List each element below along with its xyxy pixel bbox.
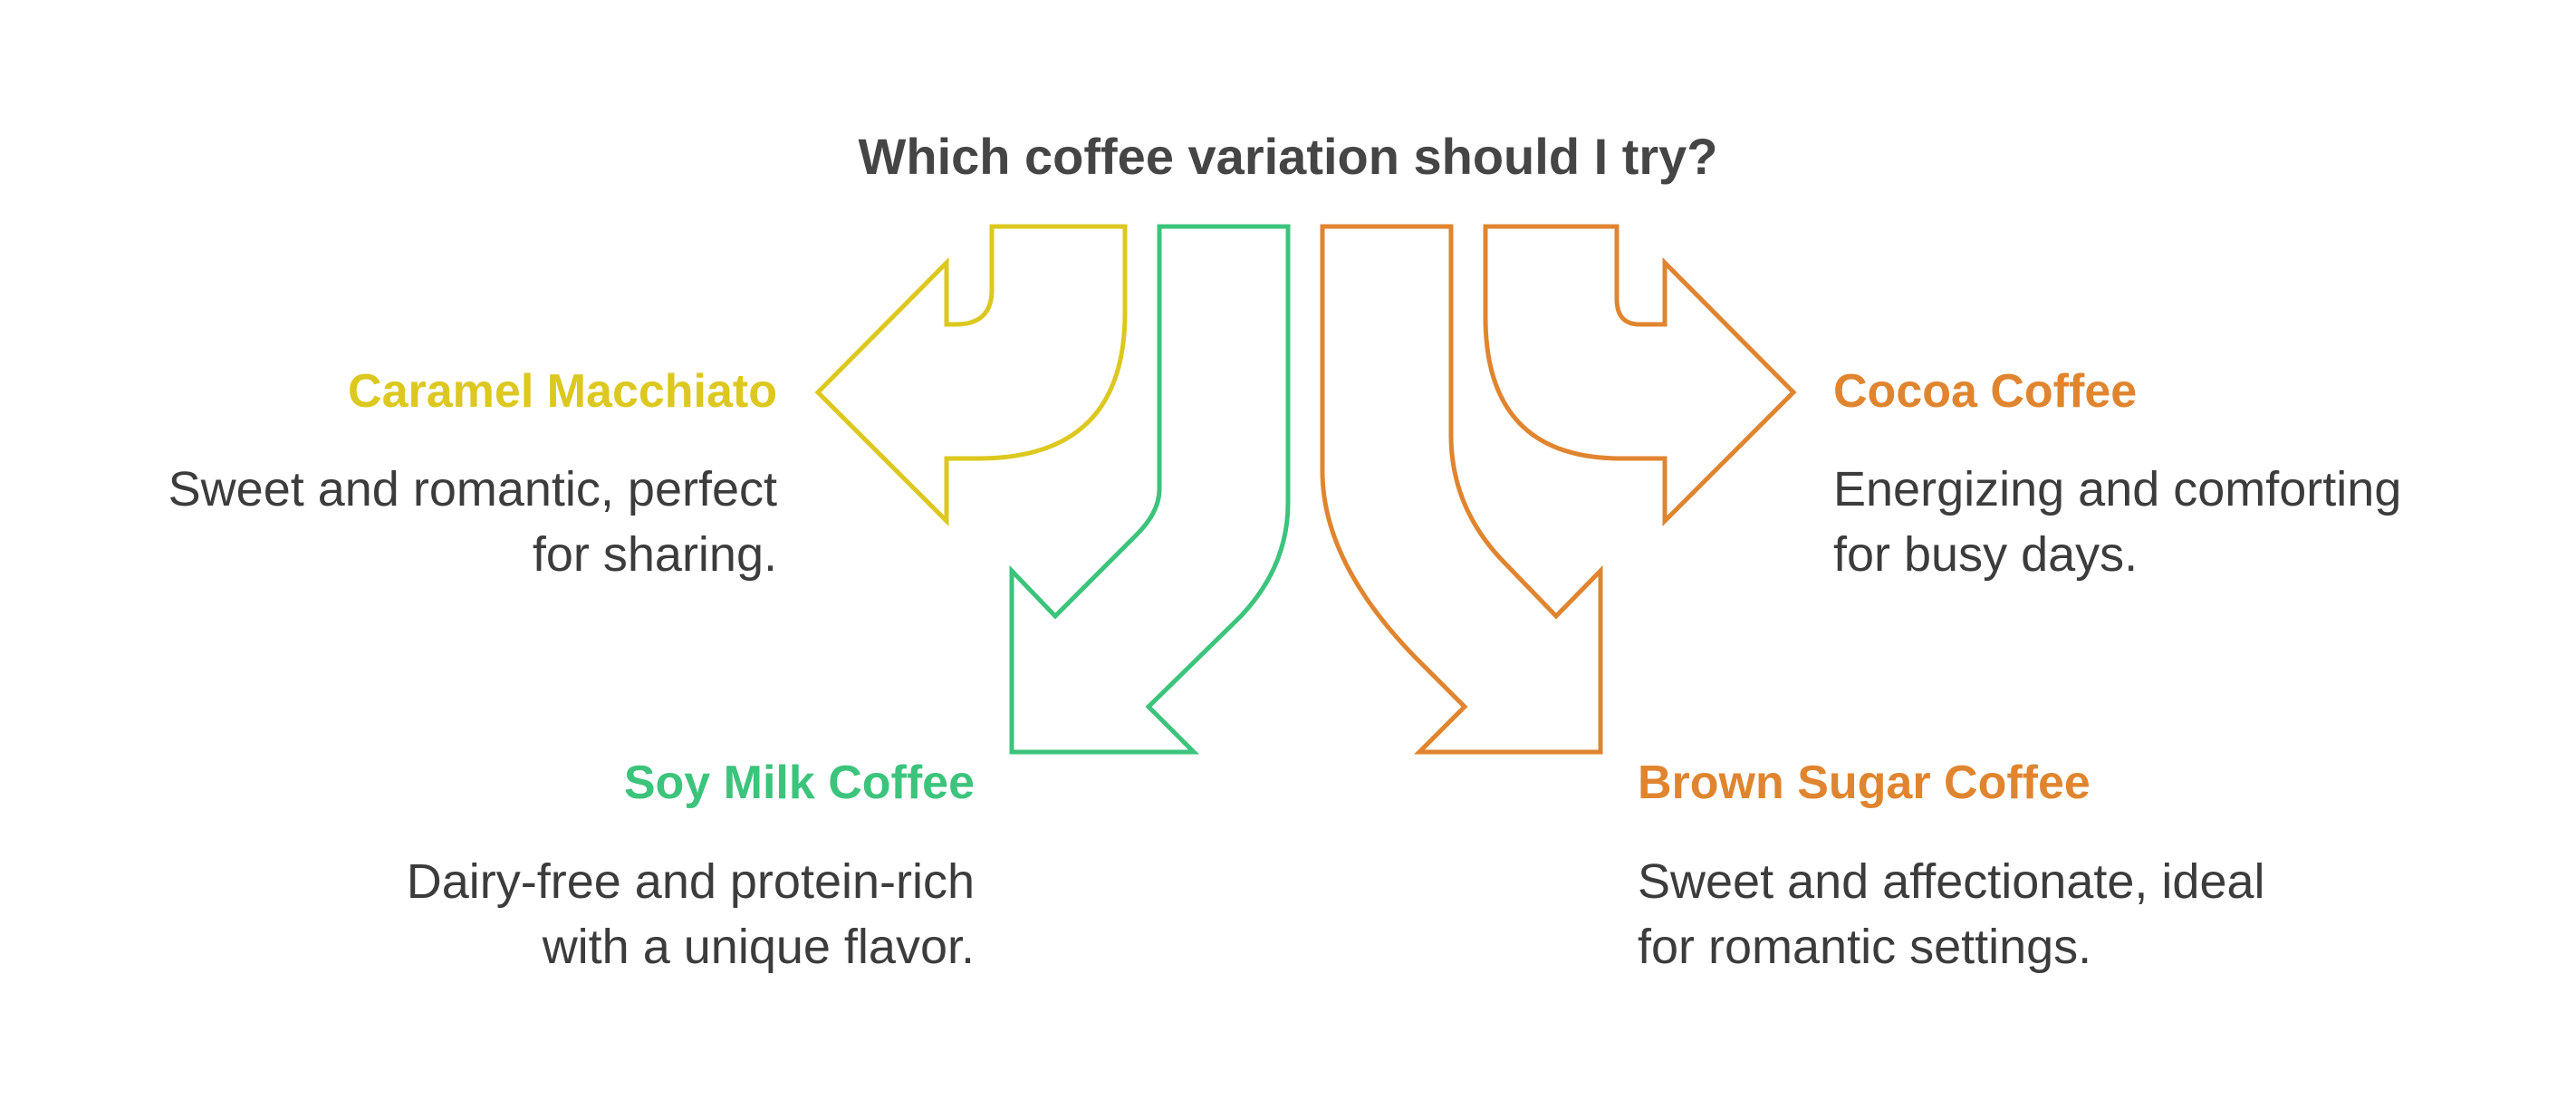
soy-milk-desc-line1: Dairy-free and protein-rich <box>406 854 975 909</box>
soy-milk-label: Soy Milk Coffee <box>623 757 975 809</box>
soy-milk-desc-line2: with a unique flavor. <box>542 920 975 974</box>
brown-sugar-arrow <box>1320 224 1603 755</box>
brown-sugar-label: Brown Sugar Coffee <box>1638 757 2091 809</box>
diagram-title: Which coffee variation should I try? <box>858 128 1718 185</box>
cocoa-desc-line1: Energizing and comforting <box>1833 462 2402 516</box>
caramel-arrow <box>814 224 1128 527</box>
cocoa-desc-line2: for busy days. <box>1833 527 2139 582</box>
brown-sugar-desc-line2: for romantic settings. <box>1638 920 2092 974</box>
caramel-label: Caramel Macchiato <box>348 365 777 418</box>
brown-sugar-desc-line1: Sweet and affectionate, ideal <box>1638 854 2265 909</box>
cocoa-arrow <box>1483 224 1797 527</box>
caramel-desc-line2: for sharing. <box>532 527 777 582</box>
soy-milk-arrow <box>1009 224 1291 755</box>
cocoa-label: Cocoa Coffee <box>1833 365 2138 418</box>
caramel-desc-line1: Sweet and romantic, perfect <box>168 462 777 516</box>
